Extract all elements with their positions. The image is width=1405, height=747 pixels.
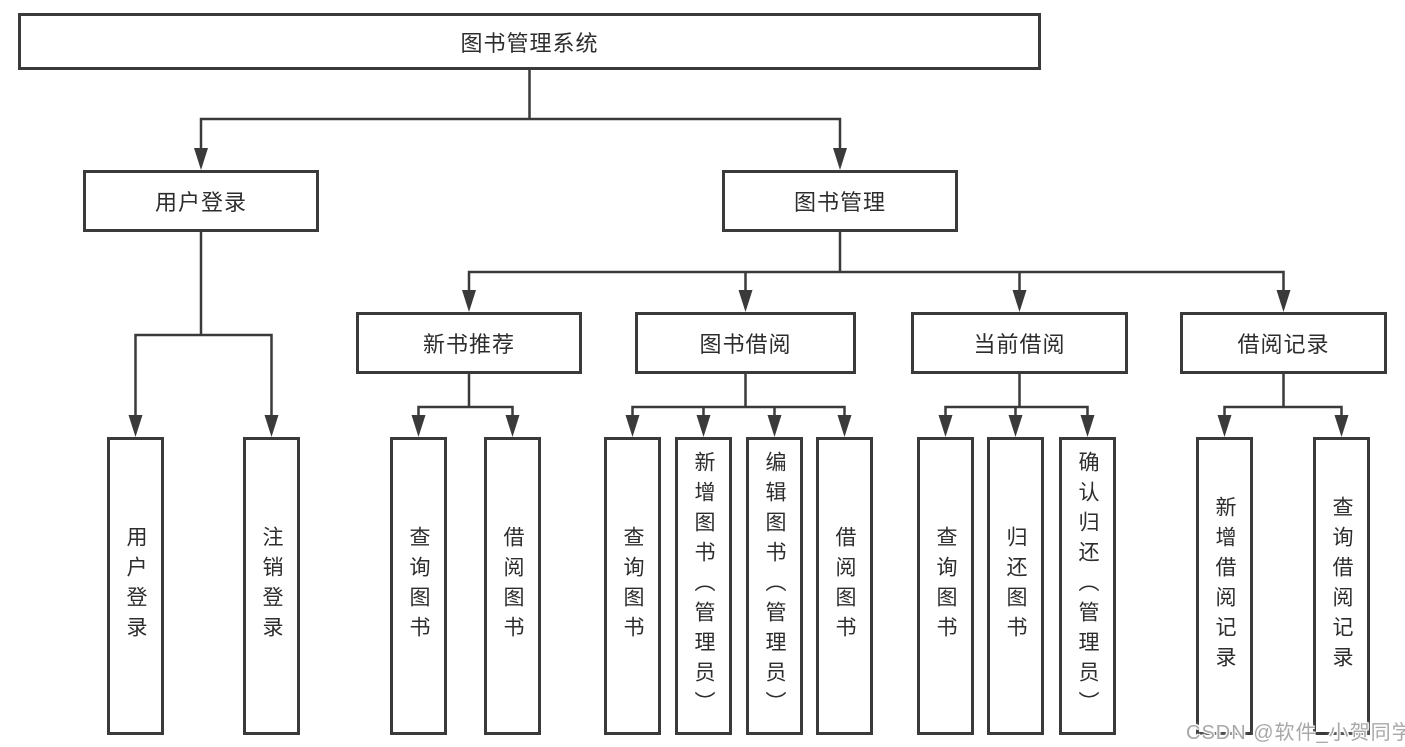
arrow-head <box>1334 415 1349 437</box>
leaf-user-login-label: 用户登录 <box>124 526 147 646</box>
leaf-logout: 注销登录 <box>243 437 300 735</box>
leaf-confirm-return-admin: 确认归还（管理员） <box>1059 437 1116 735</box>
leaf-query-books-current-label: 查询图书 <box>934 526 957 646</box>
arrow-head <box>1276 290 1291 312</box>
node-user-login-label: 用户登录 <box>154 190 247 215</box>
leaf-user-login: 用户登录 <box>107 437 164 735</box>
node-library-management-system-label: 图书管理系统 <box>460 30 599 56</box>
node-book-management: 图书管理 <box>722 170 958 232</box>
node-new-book-recommendation: 新书推荐 <box>356 312 582 374</box>
leaf-query-books-recommend: 查询图书 <box>390 437 447 735</box>
node-user-login: 用户登录 <box>83 170 319 232</box>
leaf-add-books-admin: 新增图书（管理员） <box>675 437 732 735</box>
node-library-management-system: 图书管理系统 <box>18 13 1041 70</box>
leaf-query-books-borrowing: 查询图书 <box>604 437 661 735</box>
arrow-head <box>411 415 426 437</box>
leaf-query-books-current: 查询图书 <box>917 437 974 735</box>
leaf-edit-books-admin-label: 编辑图书（管理员） <box>763 451 786 721</box>
arrow-head <box>462 290 476 312</box>
leaf-query-borrow-record-label: 查询借阅记录 <box>1330 496 1353 676</box>
arrow-head <box>938 415 953 437</box>
arrow-head <box>738 290 753 312</box>
leaf-borrow-books-label: 借阅图书 <box>833 526 856 646</box>
arrow-head <box>696 415 711 437</box>
arrow-head <box>1080 415 1095 437</box>
node-borrowing-records-label: 借阅记录 <box>1237 332 1330 357</box>
arrow-head <box>194 148 208 170</box>
leaf-query-books-borrowing-label: 查询图书 <box>621 526 644 646</box>
node-book-borrowing: 图书借阅 <box>635 312 856 374</box>
leaf-edit-books-admin: 编辑图书（管理员） <box>746 437 803 735</box>
leaf-query-books-recommend-label: 查询图书 <box>407 526 430 646</box>
node-current-borrowing: 当前借阅 <box>911 312 1128 374</box>
leaf-return-books: 归还图书 <box>987 437 1044 735</box>
node-current-borrowing-label: 当前借阅 <box>973 332 1066 357</box>
arrow-head <box>128 415 143 437</box>
node-book-management-label: 图书管理 <box>793 190 886 215</box>
leaf-confirm-return-admin-label: 确认归还（管理员） <box>1076 451 1099 721</box>
node-new-book-recommendation-label: 新书推荐 <box>422 332 515 357</box>
leaf-borrow-books: 借阅图书 <box>816 437 873 735</box>
node-book-borrowing-label: 图书借阅 <box>699 332 792 357</box>
arrow-head <box>1012 290 1027 312</box>
leaf-add-borrow-record: 新增借阅记录 <box>1196 437 1253 735</box>
arrow-head <box>625 415 640 437</box>
leaf-query-borrow-record: 查询借阅记录 <box>1313 437 1370 735</box>
leaf-add-borrow-record-label: 新增借阅记录 <box>1213 496 1236 676</box>
leaf-borrow-books-recommend-label: 借阅图书 <box>501 526 524 646</box>
leaf-borrow-books-recommend: 借阅图书 <box>484 437 541 735</box>
arrow-head <box>264 415 279 437</box>
node-borrowing-records: 借阅记录 <box>1180 312 1387 374</box>
leaf-return-books-label: 归还图书 <box>1004 526 1027 646</box>
arrow-head <box>505 415 520 437</box>
arrow-head <box>837 415 852 437</box>
arrow-head <box>1217 415 1232 437</box>
arrow-head <box>767 415 782 437</box>
leaf-logout-label: 注销登录 <box>260 526 283 646</box>
arrow-head <box>833 148 847 170</box>
leaf-add-books-admin-label: 新增图书（管理员） <box>692 451 715 721</box>
arrow-head <box>1008 415 1023 437</box>
